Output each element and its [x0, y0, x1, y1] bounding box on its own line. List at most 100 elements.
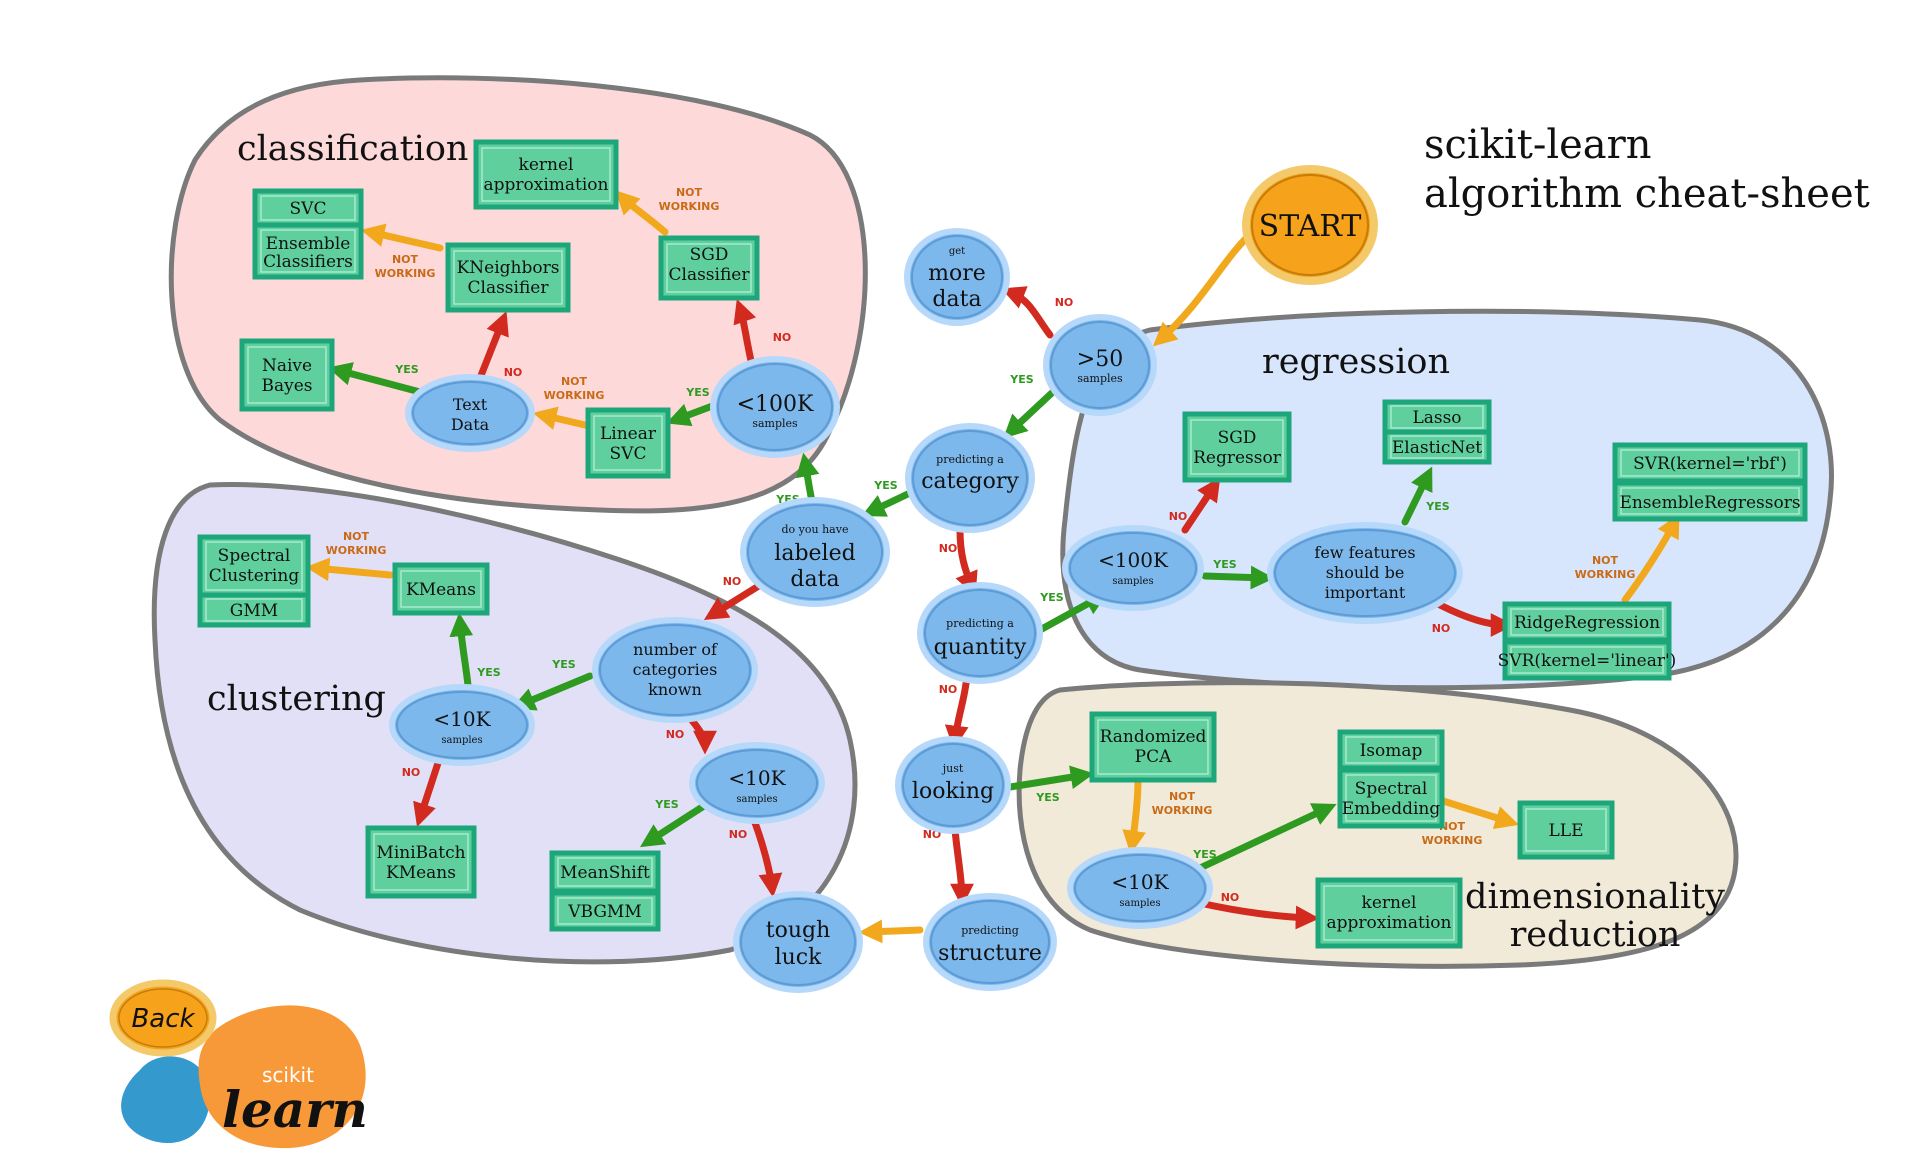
label-not-kmeans: NOT: [343, 530, 370, 543]
label-yes-clu10k-b: YES: [654, 798, 678, 811]
estimator-kernel-approximation-clf[interactable]: kernel approximation: [473, 139, 619, 210]
estimator-sgd-regressor[interactable]: SGD Regressor: [1182, 411, 1292, 483]
svg-text:should be: should be: [1326, 563, 1405, 582]
estimator-kneighbors-classifier[interactable]: KNeighbors Classifier: [445, 242, 571, 313]
label-not-sgd: NOT: [676, 186, 703, 199]
svg-text:Randomized: Randomized: [1100, 727, 1207, 747]
estimator-lasso[interactable]: Lasso: [1382, 399, 1492, 435]
estimator-svr-rbf[interactable]: SVR(kernel='rbf'): [1612, 442, 1808, 484]
estimator-spectral-embedding[interactable]: Spectral Embedding: [1337, 767, 1445, 829]
label-yes-gt50: YES: [1009, 373, 1033, 386]
svg-text:Text: Text: [453, 395, 488, 414]
svg-text:samples: samples: [441, 735, 482, 746]
label-working-kneighbors: WORKING: [375, 267, 436, 280]
svg-text:approximation: approximation: [484, 175, 609, 195]
label-yes-fewfeat: YES: [1425, 500, 1449, 513]
estimator-svc[interactable]: SVC: [252, 188, 364, 228]
decision-clu-lt10k-a[interactable]: <10K samples: [389, 684, 535, 766]
decision-just-looking[interactable]: just looking: [895, 736, 1011, 834]
decision-tough-luck[interactable]: tough luck: [733, 891, 863, 993]
svg-text:Spectral: Spectral: [218, 546, 291, 566]
label-no-clu10k: NO: [402, 766, 421, 779]
scikit-learn-logo: scikit learn: [121, 1005, 368, 1149]
edge-gt50-to-category: [1003, 386, 1059, 439]
svg-text:<10K: <10K: [433, 707, 491, 731]
estimator-elasticnet[interactable]: ElasticNet: [1382, 429, 1492, 465]
label-not-linear-svc: NOT: [561, 375, 588, 388]
estimator-ensemble-regressors[interactable]: EnsembleRegressors: [1612, 480, 1808, 522]
estimator-kmeans[interactable]: KMeans: [392, 562, 490, 616]
decision-reg-lt100k[interactable]: <100K samples: [1062, 525, 1204, 611]
classification-title: classification: [237, 129, 468, 169]
svg-text:Naive: Naive: [262, 356, 312, 376]
label-no-numcat: NO: [666, 728, 685, 741]
estimator-isomap[interactable]: Isomap: [1337, 729, 1445, 771]
back-button[interactable]: Back: [109, 979, 217, 1057]
estimator-meanshift[interactable]: MeanShift: [549, 850, 661, 894]
decision-gt50-samples[interactable]: >50 samples: [1043, 314, 1157, 416]
estimator-vbgmm[interactable]: VBGMM: [549, 890, 661, 932]
edge-sgd-to-kernel: [615, 190, 669, 236]
svg-text:Linear: Linear: [600, 424, 657, 444]
svg-text:KMeans: KMeans: [386, 863, 456, 883]
svg-text:samples: samples: [752, 417, 798, 430]
estimator-kernel-approximation-dim[interactable]: kernel approximation: [1315, 877, 1463, 949]
estimator-minibatch-kmeans[interactable]: MiniBatch KMeans: [365, 825, 477, 899]
edge-numcat-to-clu10k-a: [511, 672, 594, 711]
label-not-kneighbors: NOT: [392, 253, 419, 266]
svg-text:more: more: [928, 261, 986, 286]
svg-text:structure: structure: [938, 941, 1042, 966]
svg-text:known: known: [648, 680, 702, 699]
svg-text:important: important: [1325, 583, 1406, 602]
svg-text:samples: samples: [1119, 898, 1160, 909]
edge-kmeans-to-spectral: [305, 557, 394, 582]
label-yes-numcat: YES: [551, 658, 575, 671]
decision-predicting-category[interactable]: predicting a category: [905, 423, 1035, 533]
estimator-linear-svc[interactable]: Linear SVC: [585, 407, 671, 479]
svg-text:Embedding: Embedding: [1342, 799, 1441, 819]
decision-clu-lt10k-b[interactable]: <10K samples: [689, 742, 825, 824]
edge-category-to-labeled: [861, 488, 916, 517]
edge-dim10k-to-isomap: [1196, 803, 1337, 872]
svg-text:SVR(kernel='rbf'): SVR(kernel='rbf'): [1633, 454, 1787, 474]
svg-text:Data: Data: [451, 415, 490, 434]
svg-text:category: category: [921, 469, 1019, 494]
estimator-naive-bayes[interactable]: Naive Bayes: [239, 338, 335, 412]
label-working-spectral: WORKING: [1422, 834, 1483, 847]
decision-more-data[interactable]: get more data: [904, 228, 1010, 326]
edge-dim10k-to-kernel: [1196, 899, 1320, 930]
edges: [305, 190, 1680, 944]
estimator-gmm[interactable]: GMM: [197, 592, 311, 628]
label-yes-category: YES: [873, 479, 897, 492]
svg-text:samples: samples: [1077, 372, 1123, 385]
label-yes-clf100k: YES: [685, 386, 709, 399]
decision-clf-lt100k[interactable]: <100K samples: [710, 356, 840, 458]
decision-labeled-data[interactable]: do you have labeled data: [740, 497, 890, 607]
estimator-lle[interactable]: LLE: [1517, 800, 1615, 860]
label-no-clu10k-b: NO: [729, 828, 748, 841]
svg-text:SGD: SGD: [690, 245, 729, 265]
svg-text:SVC: SVC: [290, 199, 327, 219]
svg-text:data: data: [932, 287, 981, 312]
svg-text:Lasso: Lasso: [1412, 408, 1461, 428]
estimator-svr-linear[interactable]: SVR(kernel='linear'): [1498, 639, 1677, 681]
decision-predicting-quantity[interactable]: predicting a quantity: [917, 582, 1043, 684]
label-yes-dim10k: YES: [1192, 848, 1216, 861]
label-working-ridge: WORKING: [1575, 568, 1636, 581]
label-working-kmeans: WORKING: [326, 544, 387, 557]
decision-text-data[interactable]: Text Data: [405, 374, 535, 452]
decision-few-features[interactable]: few features should be important: [1267, 522, 1463, 624]
estimator-sgd-classifier[interactable]: SGD Classifier: [658, 235, 760, 301]
estimator-ridge-regression[interactable]: RidgeRegression: [1502, 601, 1672, 643]
decision-dim-lt10k[interactable]: <10K samples: [1067, 847, 1213, 929]
svg-text:predicting a: predicting a: [936, 453, 1004, 466]
estimator-ensemble-classifiers[interactable]: Ensemble Classifiers: [252, 222, 364, 280]
decision-predicting-structure[interactable]: predicting structure: [923, 893, 1057, 991]
start-node[interactable]: START: [1242, 165, 1378, 285]
estimator-spectral-clustering[interactable]: Spectral Clustering: [197, 534, 311, 598]
estimator-randomized-pca[interactable]: Randomized PCA: [1089, 711, 1217, 783]
svg-text:<10K: <10K: [728, 766, 786, 790]
svg-text:KNeighbors: KNeighbors: [457, 258, 560, 278]
decision-number-of-categories[interactable]: number of categories known: [592, 617, 758, 723]
